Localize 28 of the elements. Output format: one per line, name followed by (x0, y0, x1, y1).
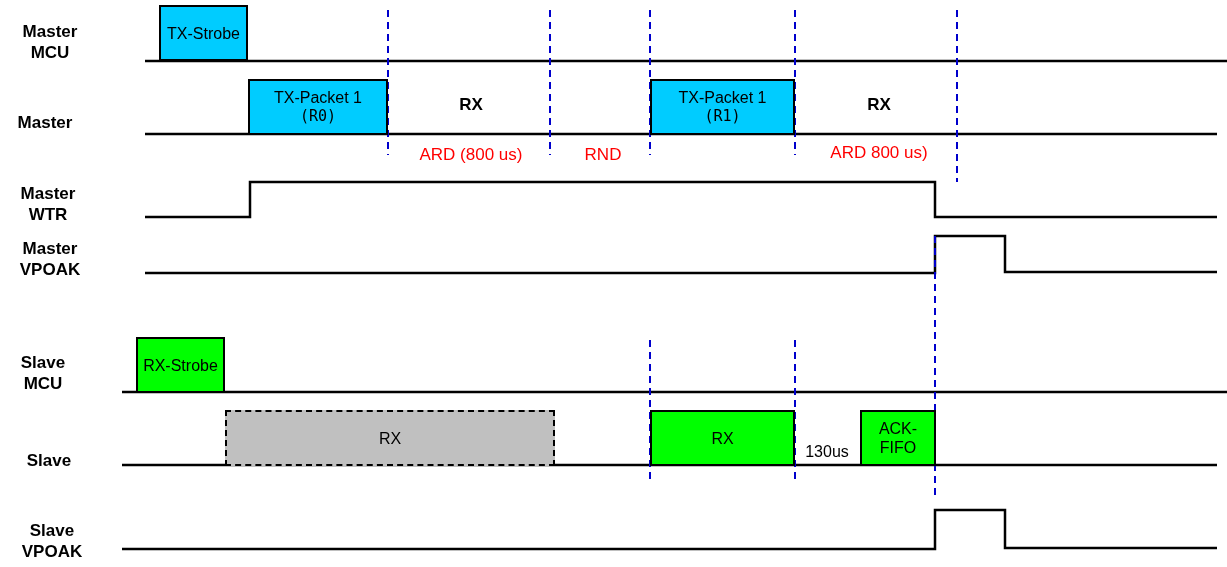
box-text: TX-Packet 1 (678, 88, 767, 107)
box-text: (R0) (299, 107, 337, 126)
box-text: RX (711, 428, 734, 448)
signal-name: Slave MCU (19, 352, 67, 394)
packet-box (650, 79, 795, 135)
box-text: TX-Packet 1 (274, 88, 362, 107)
box-text: RX-Strobe (143, 355, 218, 375)
state-label: RX (867, 95, 891, 115)
packet-box (248, 79, 388, 135)
signal-name: Master (16, 111, 74, 133)
box-text: RX (378, 428, 402, 448)
box-text: ACK-FIFO (877, 419, 919, 457)
receive-window-box (225, 410, 555, 466)
signal-name: Slave (25, 449, 73, 471)
timing-label: RND (584, 145, 622, 165)
command-box (159, 5, 248, 61)
box-text: (R1) (704, 107, 741, 126)
signal-name: Master MCU (21, 21, 79, 63)
state-label: RX (459, 95, 483, 115)
timing-label: ARD (800 us) (419, 145, 523, 165)
ack-box (860, 410, 936, 466)
signal-name: Master VPOAK (18, 238, 82, 280)
signal-name: Slave VPOAK (20, 520, 84, 562)
box-text: TX-Strobe (167, 23, 240, 43)
command-box (136, 337, 225, 393)
receive-box (650, 410, 795, 466)
timing-label: ARD 800 us) (830, 143, 928, 163)
signal-name: Master WTR (19, 183, 77, 225)
